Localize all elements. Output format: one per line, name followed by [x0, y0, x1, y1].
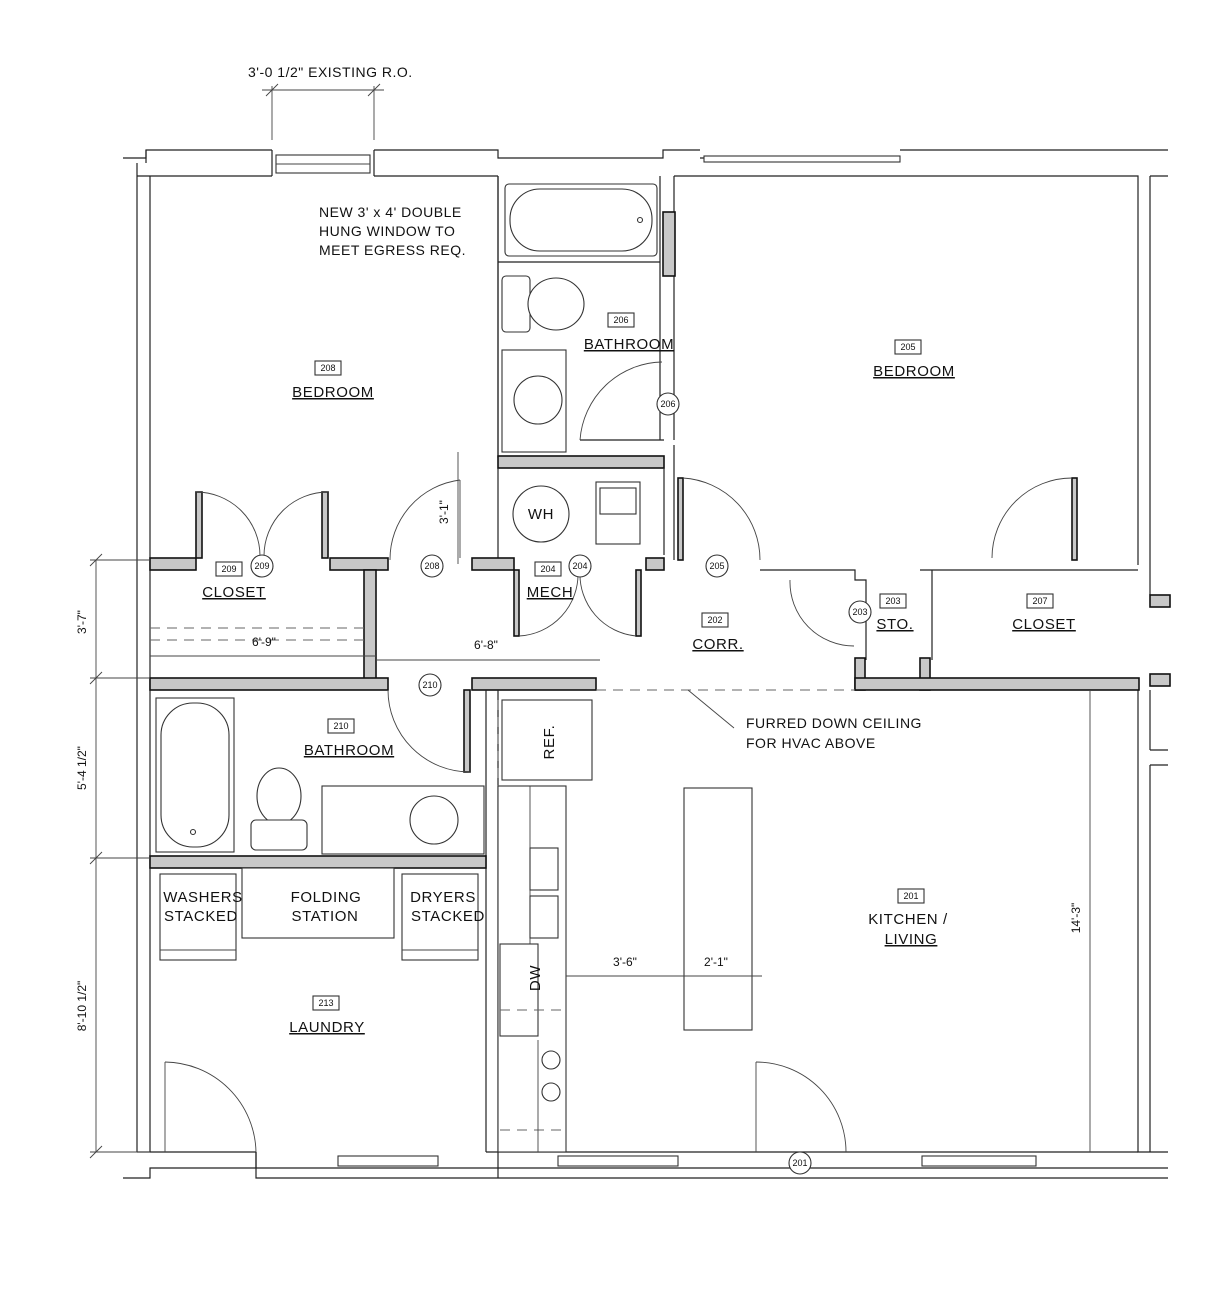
window-ro-dimension: 3'-0 1/2" EXISTING R.O.	[248, 64, 413, 80]
dimension-corr-width: 6'-8"	[474, 638, 498, 652]
door-tag-203: 203	[852, 607, 867, 617]
bottom-windows	[337, 155, 1037, 1167]
room-number-208: 208	[320, 363, 335, 373]
room-name-kitchen-line1: KITCHEN /	[868, 911, 948, 928]
dimension-left-mid: 5'-4 1/2"	[75, 746, 89, 790]
room-name-corr-202: CORR.	[692, 636, 743, 653]
room-name-laundry-213: LAUNDRY	[289, 1019, 365, 1036]
window-note-line1: NEW 3' x 4' DOUBLE	[319, 204, 462, 220]
room-name-bathroom-206: BATHROOM	[584, 336, 674, 353]
room-number-202: 202	[707, 615, 722, 625]
door-tags: 206 209 208 204 205 203 210 201	[250, 392, 872, 1175]
fixture-folding-line1: FOLDING	[291, 889, 362, 906]
door-swings	[164, 361, 1073, 1153]
dimension-lines	[89, 452, 1091, 1159]
door-tag-208: 208	[424, 561, 439, 571]
room-name-living-line2: LIVING	[885, 931, 938, 948]
dimension-left-top: 3'-7"	[75, 610, 89, 634]
room-number-201: 201	[903, 891, 918, 901]
fixture-dishwasher: DW	[527, 965, 544, 991]
door-tag-201: 201	[792, 1158, 807, 1168]
room-name-mech-204: MECH	[527, 584, 574, 601]
room-name-closet-209: CLOSET	[202, 584, 266, 601]
hvac-note-line1: FURRED DOWN CEILING	[746, 715, 922, 731]
room-name-closet-207: CLOSET	[1012, 616, 1076, 633]
fixture-folding-line2: STATION	[292, 908, 359, 925]
window-note-line2: HUNG WINDOW TO	[319, 223, 455, 239]
door-tag-204: 204	[572, 561, 587, 571]
dimension-right: 14'-3"	[1069, 903, 1083, 934]
room-name-sto-203: STO.	[876, 616, 913, 633]
room-name-bedroom-208: BEDROOM	[292, 384, 374, 401]
room-number-203: 203	[885, 596, 900, 606]
room-number-206: 206	[613, 315, 628, 325]
egress-window	[262, 83, 384, 174]
room-number-205: 205	[900, 342, 915, 352]
door-tag-205: 205	[709, 561, 724, 571]
dimension-left-bottom: 8'-10 1/2"	[75, 981, 89, 1032]
room-name-bedroom-205: BEDROOM	[873, 363, 955, 380]
dimension-island: 2'-1"	[704, 955, 728, 969]
room-number-213: 213	[318, 998, 333, 1008]
dimension-closet-width: 6'-9"	[252, 635, 276, 649]
room-number-207: 207	[1032, 596, 1047, 606]
room-number-209: 209	[221, 564, 236, 574]
hvac-note-line2: FOR HVAC ABOVE	[746, 735, 876, 751]
fixture-washers-line1: WASHERS	[163, 889, 243, 906]
fixture-refrigerator: REF.	[541, 725, 558, 760]
fixture-washers-line2: STACKED	[164, 908, 238, 925]
door-tag-206: 206	[660, 399, 675, 409]
room-number-204: 204	[540, 564, 555, 574]
door-tag-209: 209	[254, 561, 269, 571]
dimension-aisle: 3'-6"	[613, 955, 637, 969]
fixture-dryers-line1: DRYERS	[410, 889, 476, 906]
fixtures	[155, 183, 753, 1153]
fixture-dryers-line2: STACKED	[411, 908, 485, 925]
dimension-mech-door: 3'-1"	[437, 500, 451, 524]
room-number-210: 210	[333, 721, 348, 731]
exterior-walls	[123, 149, 1168, 1179]
window-note-line3: MEET EGRESS REQ.	[319, 242, 466, 258]
door-tag-210: 210	[422, 680, 437, 690]
interior-walls	[149, 176, 1171, 1152]
fixture-water-heater: WH	[528, 506, 554, 523]
room-name-bathroom-210: BATHROOM	[304, 742, 394, 759]
